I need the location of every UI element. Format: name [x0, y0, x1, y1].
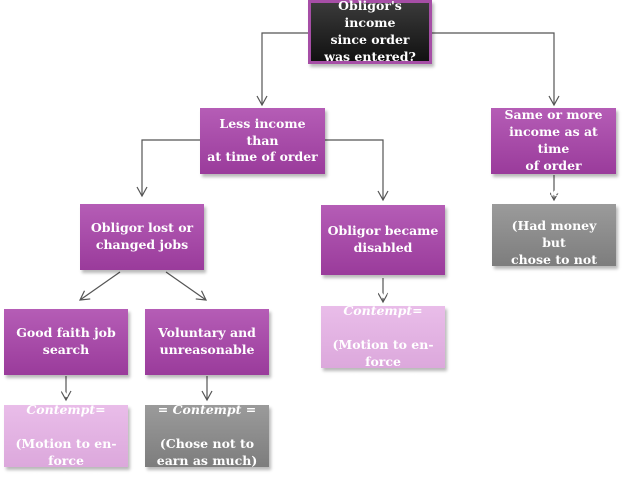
- node-lost-or-changed-jobs: Obligor lost or changed jobs: [80, 204, 204, 270]
- node-label: Good faith job search: [16, 325, 116, 357]
- edge-less-income-to-disabled: [325, 139, 389, 202]
- node-became-disabled: Obligor became disabled: [321, 205, 445, 275]
- flowchart: Obligor's income since order was entered…: [4, 0, 616, 485]
- verdict-label: =Not Contempt=: [343, 286, 423, 319]
- edge-root-to-same-or-more: [432, 32, 560, 107]
- verdict-detail: (Motion to en- force dismissed): [332, 337, 434, 386]
- node-label: Obligor's income since order was entered…: [324, 0, 416, 64]
- node-label: Obligor lost or changed jobs: [90, 220, 194, 252]
- node-contempt-had-money: = Contempt = (Had money but chose to not…: [492, 184, 616, 284]
- node-voluntary-unreasonable: Voluntary and unreasonable: [145, 309, 269, 375]
- node-obligor-income: Obligor's income since order was entered…: [308, 0, 432, 64]
- node-not-contempt-disabled: =Not Contempt= (Motion to en- force dism…: [321, 286, 445, 386]
- node-same-or-more-income: Same or more income as at time of order: [491, 107, 616, 174]
- edge-root-to-less-income: [256, 32, 308, 107]
- node-contempt-chose-not-to-earn: = Contempt = (Chose not to earn as much): [145, 402, 269, 468]
- node-not-contempt-good-faith: =Not Contempt= (Motion to en- force dism…: [4, 385, 128, 485]
- verdict-detail: (Had money but chose to not pay): [510, 218, 598, 284]
- edge-lost-job-to-good-faith: [78, 271, 121, 301]
- node-label: Same or more income as at time of order: [504, 107, 603, 173]
- node-label: Voluntary and unreasonable: [158, 325, 256, 357]
- node-label: Obligor became disabled: [327, 223, 439, 255]
- verdict-label: = Contempt =: [504, 184, 604, 200]
- node-less-income: Less income than at time of order: [200, 108, 325, 174]
- node-good-faith-job-search: Good faith job search: [4, 309, 128, 375]
- edge-less-income-to-lost-job: [136, 139, 200, 198]
- edge-lost-job-to-voluntary: [165, 271, 208, 301]
- verdict-label: =Not Contempt=: [26, 385, 106, 418]
- verdict-detail: (Chose not to earn as much): [156, 436, 258, 468]
- node-label: Less income than at time of order: [207, 115, 318, 165]
- verdict-label: = Contempt =: [157, 402, 257, 418]
- connectors: [60, 32, 560, 402]
- verdict-detail: (Motion to en- force dismissed): [15, 436, 117, 485]
